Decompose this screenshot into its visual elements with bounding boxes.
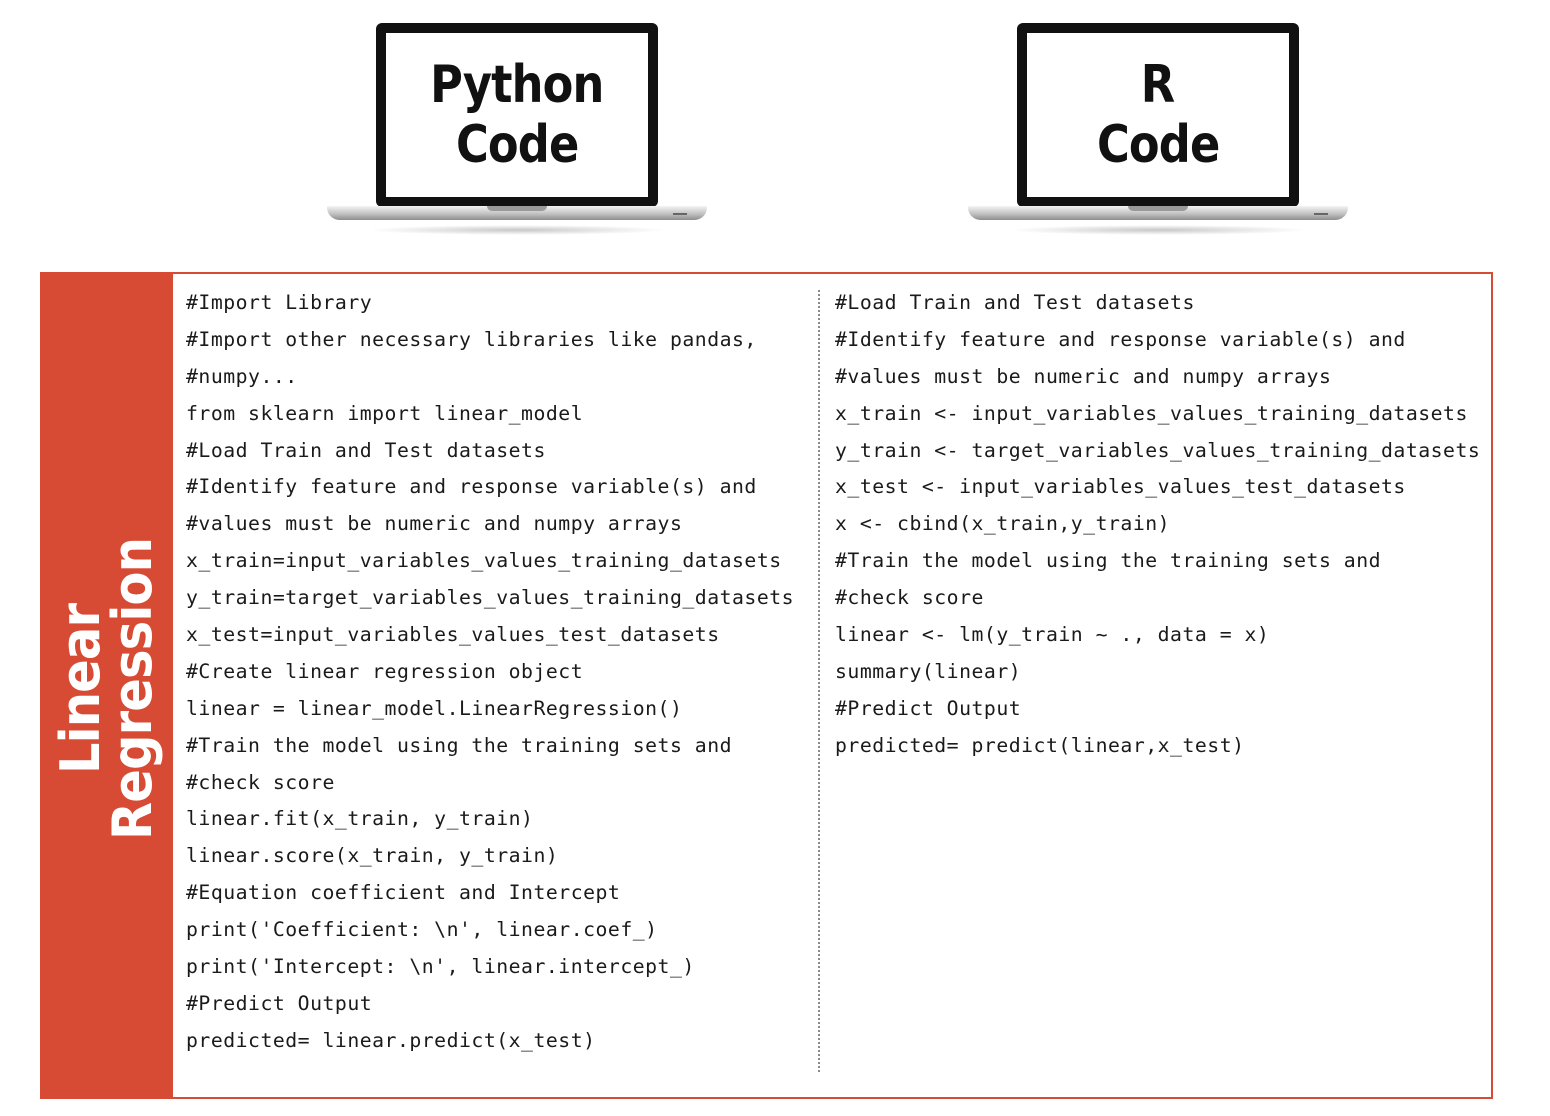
code-line: #values must be numeric and numpy arrays <box>835 364 1332 388</box>
python-code-block: #Import Library #Import other necessary l… <box>186 285 816 1060</box>
code-line: #check score <box>835 586 984 610</box>
r-label-line2: Code <box>1096 115 1220 175</box>
code-line: #numpy... <box>186 364 298 388</box>
code-line: x <- cbind(x_train,y_train) <box>835 512 1171 536</box>
code-line: linear.fit(x_train, y_train) <box>186 807 534 831</box>
code-line: #Train the model using the training sets… <box>835 549 1382 573</box>
code-line: #Train the model using the training sets… <box>186 733 733 757</box>
laptop-screen: R Code <box>1017 23 1299 207</box>
laptop-screen-label: Python Code <box>386 33 648 197</box>
laptop-screen: Python Code <box>376 23 658 207</box>
code-line: y_train=target_variables_values_training… <box>186 586 795 610</box>
code-line: linear.score(x_train, y_train) <box>186 844 559 868</box>
side-title-line1: Linear <box>49 603 112 775</box>
linear-regression-panel: Linear Regression #Import Library#Import… <box>40 272 1493 1099</box>
code-line: #Import Library <box>186 291 373 314</box>
code-line: #Identify feature and response variable(… <box>835 327 1406 351</box>
code-line: from sklearn import linear_model <box>186 401 584 425</box>
code-line: #Import other necessary libraries like p… <box>186 327 757 351</box>
code-line: #Predict Output <box>835 696 1022 720</box>
code-line: linear = linear_model.LinearRegression() <box>186 696 683 720</box>
python-label-line2: Code <box>455 115 579 175</box>
code-line: linear <- lm(y_train ~ ., data = x) <box>835 623 1270 647</box>
laptop-shadow <box>367 225 667 235</box>
side-title-line2: Regression <box>101 537 164 841</box>
code-line: print('Coefficient: \n', linear.coef_) <box>186 918 658 942</box>
laptop-base <box>327 206 707 220</box>
column-divider <box>818 290 820 1072</box>
python-label-line1: Python <box>430 55 604 115</box>
laptop-shadow <box>1008 225 1308 235</box>
laptop-notch <box>1128 206 1188 211</box>
code-line: #Create linear regression object <box>186 659 584 683</box>
code-line: #Predict Output <box>186 991 373 1015</box>
code-line: y_train <- target_variables_values_train… <box>835 438 1481 462</box>
side-title: Linear Regression <box>49 525 164 853</box>
laptop-notch <box>487 206 547 211</box>
python-laptop-illustration: Python Code <box>327 20 707 240</box>
code-line: x_test=input_variables_values_test_datas… <box>186 623 720 647</box>
code-line: x_test <- input_variables_values_test_da… <box>835 475 1406 499</box>
r-label-line1: R <box>1141 55 1175 115</box>
code-line: predicted= predict(linear,x_test) <box>835 733 1245 757</box>
code-line: #values must be numeric and numpy arrays <box>186 512 683 536</box>
r-code-block: #Load Train and Test datasets #Identify f… <box>835 285 1490 765</box>
laptop-base <box>968 206 1348 220</box>
code-line: #Identify feature and response variable(… <box>186 475 757 499</box>
code-line: x_train=input_variables_values_training_… <box>186 549 782 573</box>
r-laptop-illustration: R Code <box>968 20 1348 240</box>
code-line: predicted= linear.predict(x_test) <box>186 1028 596 1052</box>
code-line: #Load Train and Test datasets <box>186 438 546 462</box>
laptop-led <box>673 213 687 215</box>
side-band: Linear Regression <box>42 274 173 1097</box>
laptop-led <box>1314 213 1328 215</box>
code-line: x_train <- input_variables_values_traini… <box>835 401 1468 425</box>
code-line: #check score <box>186 770 335 794</box>
code-line: print('Intercept: \n', linear.intercept_… <box>186 955 695 979</box>
code-line: #Load Train and Test datasets <box>835 291 1195 314</box>
code-line: #Equation coefficient and Intercept <box>186 881 621 905</box>
code-line: summary(linear) <box>835 659 1022 683</box>
laptop-screen-label: R Code <box>1027 33 1289 197</box>
